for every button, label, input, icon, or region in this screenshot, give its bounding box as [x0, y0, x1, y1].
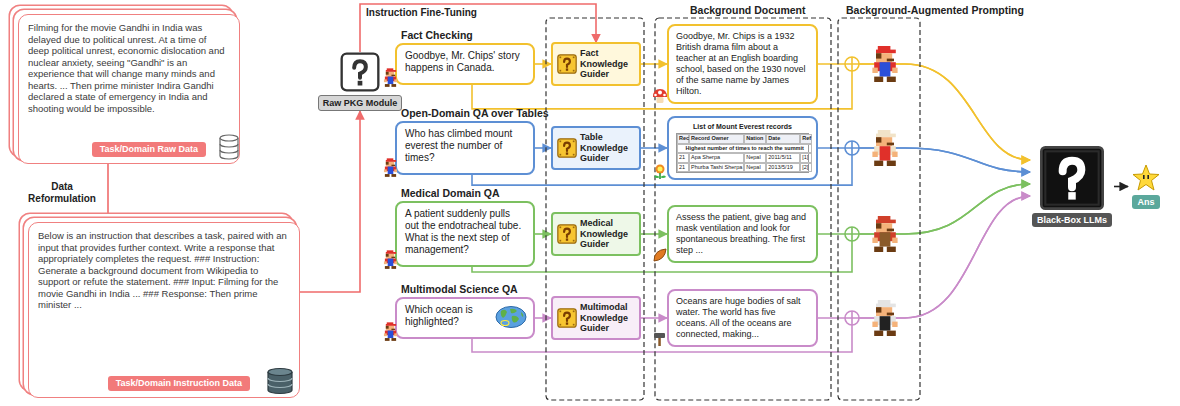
connector — [472, 184, 1030, 272]
node-text: Fact Knowledge Guider — [580, 48, 635, 79]
node-text: Task/Domain Instruction Data — [116, 378, 242, 389]
node-text: Black-Box LLMs — [1032, 213, 1112, 227]
connector — [641, 317, 667, 319]
globe-icon — [495, 305, 527, 329]
question-block-icon — [557, 308, 577, 328]
question-box: Goodbye, Mr. Chips' story happens in Can… — [395, 43, 535, 85]
background-document: List of Mount Everest recordsRecordRecor… — [667, 116, 818, 180]
connector — [300, 111, 360, 292]
database-icon — [218, 134, 240, 160]
table-cell: Nepal — [744, 153, 766, 162]
question-block-icon — [557, 138, 577, 158]
node-text: Which ocean is highlighted? — [405, 304, 491, 328]
mario-icon — [383, 250, 398, 269]
column-title: Background Document — [690, 4, 806, 16]
data-card: Filming for the movie Gandhi in India wa… — [18, 14, 240, 164]
record-table: RecordRecord OwnerNationDateRefHighest n… — [676, 133, 809, 173]
edge-label: Data Reformulation — [22, 181, 102, 205]
question-block-icon — [557, 224, 577, 244]
table-cell: 2011/5/11 — [766, 153, 800, 162]
connector — [535, 317, 551, 319]
table-cell: Apa Sherpa — [689, 153, 744, 162]
node-text: Below is an instruction that describes a… — [38, 230, 290, 311]
knowledge-guider: Multimodal Knowledge Guider — [551, 296, 641, 339]
data-tag: Task/Domain Instruction Data — [108, 376, 250, 391]
question-box: Who has climbed mount everest the number… — [395, 121, 535, 175]
dashed-column — [546, 18, 920, 400]
node-text: Task/Domain Raw Data — [100, 144, 198, 155]
node-text: Ans — [1132, 195, 1159, 209]
connector — [535, 147, 551, 149]
data-card: Below is an instruction that describes a… — [28, 222, 300, 398]
task-title: Medical Domain QA — [401, 187, 500, 199]
connector — [641, 147, 667, 149]
mario-figure — [872, 46, 897, 336]
black-box-llm: Black-Box LLMs — [1030, 146, 1114, 227]
table-cell: 21 — [677, 153, 689, 162]
connector — [472, 196, 1030, 352]
node-text: Assess the patient, give bag and mask ve… — [676, 212, 809, 256]
table-cell: [1] — [800, 153, 812, 162]
connector — [535, 63, 551, 65]
plus-junction — [845, 57, 859, 325]
connector — [107, 164, 109, 222]
question-box: Which ocean is highlighted? — [395, 297, 535, 339]
item-icon — [652, 88, 668, 104]
background-document: Assess the patient, give bag and mask ve… — [667, 205, 818, 263]
node-text: Raw PKG Module — [318, 95, 403, 111]
connector — [1114, 186, 1128, 188]
table-cell: Record — [677, 134, 689, 143]
database-icon — [265, 367, 295, 395]
node-text: Medical Knowledge Guider — [580, 218, 635, 249]
table-cell: 2013/5/19 — [766, 163, 800, 172]
connector — [641, 63, 667, 65]
node-text: Goodbye, Mr. Chips' story happens in Can… — [405, 50, 525, 74]
task-title: Multimodal Science QA — [401, 283, 518, 295]
star-icon — [1132, 164, 1160, 192]
black-box-icon — [1040, 146, 1104, 210]
answer-badge: Ans — [1128, 164, 1164, 209]
knowledge-guider: Fact Knowledge Guider — [551, 42, 641, 85]
node-text: List of Mount Everest records — [676, 123, 809, 132]
table-cell: 21 — [677, 163, 689, 172]
item-icon — [652, 331, 668, 347]
knowledge-guider: Table Knowledge Guider — [551, 126, 641, 169]
node-text: A patient suddenly pulls out the endotra… — [405, 208, 525, 256]
item-icon — [652, 247, 668, 263]
knowledge-guider: Medical Knowledge Guider — [551, 212, 641, 255]
edge-label: Instruction Fine-Tuning — [366, 7, 477, 19]
node-text: Table Knowledge Guider — [580, 132, 635, 163]
table-cell: Record Owner — [689, 134, 744, 143]
column-title: Background-Augmented Prompting — [846, 4, 1024, 16]
node-text: Goodbye, Mr. Chips is a 1932 British dra… — [676, 31, 809, 97]
node-text: Filming for the movie Gandhi in India wa… — [28, 22, 230, 115]
background-document: Oceans are huge bodies of salt water. Th… — [667, 289, 818, 347]
task-title: Open-Domain QA over Tables — [401, 107, 549, 119]
table-cell: Phurba Tashi Sherpa — [689, 163, 744, 172]
question-block-icon — [557, 54, 577, 74]
data-tag: Task/Domain Raw Data — [92, 142, 206, 157]
question-block-icon — [338, 52, 382, 92]
node-text: Who has climbed mount everest the number… — [405, 128, 525, 164]
connector — [535, 233, 551, 235]
table-cell: Nation — [744, 134, 766, 143]
mario-icon — [383, 322, 398, 341]
task-title: Fact Checking — [401, 29, 473, 41]
question-box: A patient suddenly pulls out the endotra… — [395, 201, 535, 267]
table-cell: Highest number of times to reach the sum… — [677, 144, 812, 153]
node-text: Multimodal Knowledge Guider — [580, 302, 635, 333]
mario-icon — [383, 158, 398, 177]
node-text: Oceans are huge bodies of salt water. Th… — [676, 296, 809, 340]
table-cell: Ref — [800, 134, 812, 143]
connector — [641, 233, 667, 235]
mario-icon — [383, 68, 398, 87]
table-cell: Nepal — [744, 163, 766, 172]
item-icon — [652, 164, 668, 180]
background-document: Goodbye, Mr. Chips is a 1932 British dra… — [667, 24, 818, 104]
table-cell: Date — [766, 134, 800, 143]
table-cell: [2] — [800, 163, 812, 172]
